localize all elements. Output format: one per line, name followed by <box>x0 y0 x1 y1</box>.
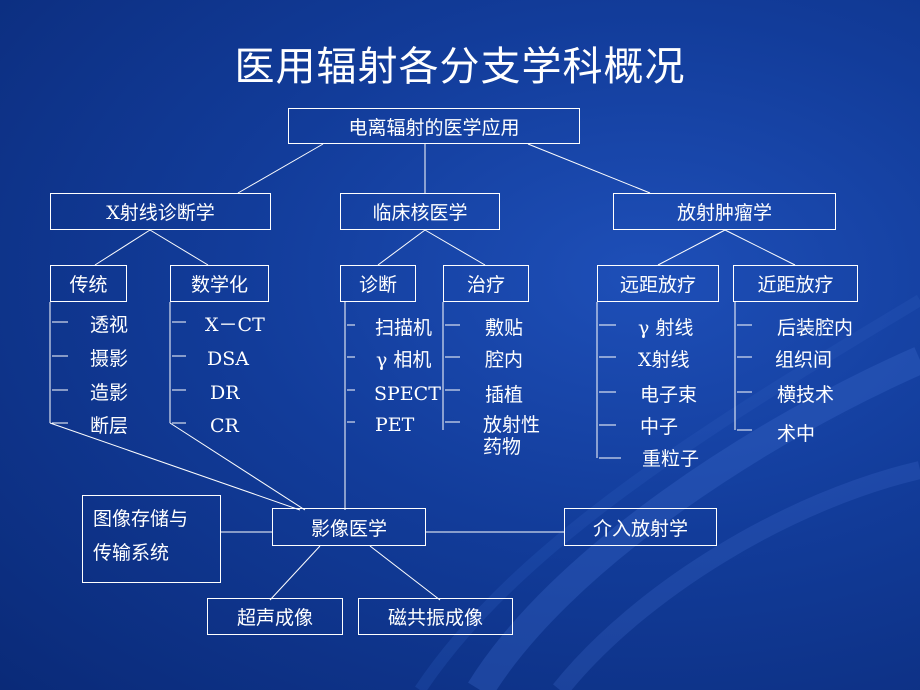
list-item: 断层 <box>90 415 129 437</box>
pacs-node: 图像存储与 传输系统 <box>82 495 221 583</box>
list-item: PET <box>375 414 415 436</box>
imaging-medicine-node: 影像医学 <box>272 508 426 546</box>
therapy-node: 治疗 <box>443 265 529 302</box>
list-item: 电子束 <box>640 384 698 406</box>
list-item: SPECT <box>374 383 441 405</box>
radiation-oncology-node: 放射肿瘤学 <box>613 193 836 230</box>
list-item: 横技术 <box>777 384 835 406</box>
list-item: DR <box>210 382 240 404</box>
list-item: 扫描机 <box>375 317 433 339</box>
traditional-node: 传统 <box>50 265 127 302</box>
list-item: CR <box>210 415 239 437</box>
list-item: 摄影 <box>90 348 129 370</box>
list-item: 透视 <box>90 314 129 336</box>
list-item: 放射性 药物 <box>483 414 541 458</box>
list-item: X－CT <box>205 314 265 336</box>
list-item: 插植 <box>485 384 524 406</box>
list-item: γ 射线 <box>638 317 694 339</box>
ultrasound-imaging-node: 超声成像 <box>207 598 343 635</box>
list-item: 组织间 <box>775 349 833 371</box>
list-item: 后装腔内 <box>777 317 854 339</box>
list-item: 术中 <box>777 423 816 445</box>
brachytherapy-node: 近距放疗 <box>733 265 858 302</box>
page-title: 医用辐射各分支学科概况 <box>234 44 686 90</box>
list-item: X射线 <box>638 349 690 371</box>
list-item: 造影 <box>90 382 129 404</box>
xray-diagnosis-node: X射线诊断学 <box>50 193 271 230</box>
digital-node: 数学化 <box>170 265 269 302</box>
diagnosis-node: 诊断 <box>340 265 416 302</box>
interventional-radiology-node: 介入放射学 <box>564 508 717 546</box>
root-node: 电离辐射的医学应用 <box>288 108 580 144</box>
teletherapy-node: 远距放疗 <box>597 265 719 302</box>
list-item: 中子 <box>640 416 679 438</box>
list-item: 敷贴 <box>485 317 524 339</box>
list-item: DSA <box>207 348 249 370</box>
list-item: 重粒子 <box>642 448 700 470</box>
mri-node: 磁共振成像 <box>358 598 513 635</box>
clinical-nuclear-node: 临床核医学 <box>340 193 500 230</box>
list-item: γ 相机 <box>376 349 432 371</box>
list-item: 腔内 <box>485 349 524 371</box>
